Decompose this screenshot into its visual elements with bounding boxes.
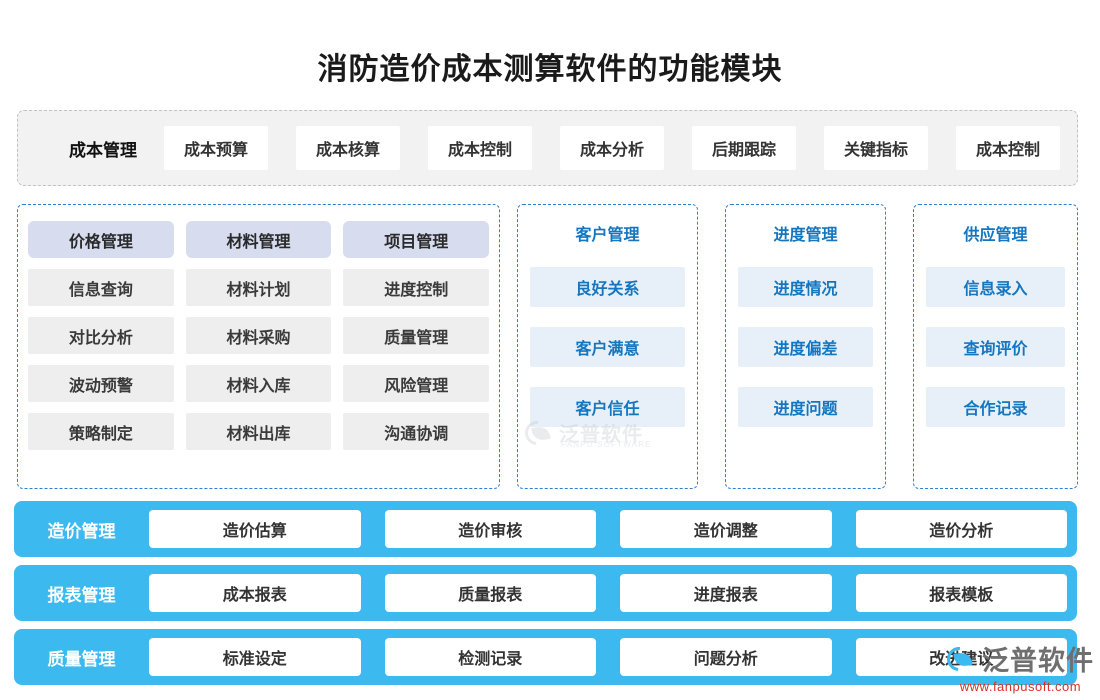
bar-label: 报表管理	[47, 585, 116, 605]
column-item[interactable]: 进度偏差	[737, 327, 873, 367]
page-title: 消防造价成本测算软件的功能模块	[317, 53, 783, 86]
bar-cell[interactable]: 进度报表	[620, 574, 832, 612]
column-item[interactable]: 质量管理	[343, 317, 490, 354]
column-project-management: 项目管理 进度控制 质量管理 风险管理 沟通协调	[343, 221, 490, 450]
column-item[interactable]: 进度问题	[737, 387, 873, 427]
column-item[interactable]: 进度情况	[737, 267, 873, 307]
strip-chip[interactable]: 关键指标	[824, 126, 928, 170]
column-item[interactable]: 进度控制	[343, 269, 490, 306]
column-item[interactable]: 波动预警	[28, 365, 174, 402]
strip-label: 成本管理	[69, 140, 137, 160]
bar-cell[interactable]: 造价调整	[620, 510, 832, 548]
column-item[interactable]: 材料采购	[185, 317, 332, 354]
column-item[interactable]: 信息录入	[926, 267, 1066, 307]
panel-column: 供应管理 信息录入 查询评价 合作记录	[914, 205, 1077, 427]
bar-cell-list: 造价估算 造价审核 造价调整 造价分析	[149, 510, 1067, 548]
column-item[interactable]: 对比分析	[28, 317, 174, 354]
panel-columns: 价格管理 信息查询 对比分析 波动预警 策略制定 材料管理 材料计划 材料采购 …	[18, 205, 499, 450]
column-item[interactable]: 客户信任	[530, 387, 685, 427]
strip-chip[interactable]: 成本核算	[296, 126, 400, 170]
column-price-management: 价格管理 信息查询 对比分析 波动预警 策略制定	[28, 221, 174, 450]
column-item[interactable]: 良好关系	[530, 267, 685, 307]
module-panel-row: 价格管理 信息查询 对比分析 波动预警 策略制定 材料管理 材料计划 材料采购 …	[17, 204, 1079, 489]
strip-chip[interactable]: 成本控制	[428, 126, 532, 170]
bar-label: 质量管理	[47, 649, 116, 669]
bar-quality-management: 质量管理 标准设定 检测记录 问题分析 改进建议	[14, 629, 1077, 685]
panel-column: 客户管理 良好关系 客户满意 客户信任	[518, 205, 697, 427]
column-item[interactable]: 材料入库	[185, 365, 332, 402]
bottom-bar-list: 造价管理 造价估算 造价审核 造价调整 造价分析 报表管理 成本报表 质量报表 …	[14, 501, 1077, 685]
strip-chip[interactable]: 成本分析	[560, 126, 664, 170]
bar-cell[interactable]: 质量报表	[384, 574, 596, 612]
bar-cell[interactable]: 造价估算	[149, 510, 361, 548]
bar-cost-estimation: 造价管理 造价估算 造价审核 造价调整 造价分析	[14, 501, 1077, 557]
column-item[interactable]: 材料计划	[185, 269, 332, 306]
column-item[interactable]: 客户满意	[530, 327, 685, 367]
bar-cell-list: 标准设定 检测记录 问题分析 改进建议	[149, 638, 1067, 676]
column-header[interactable]: 进度管理	[773, 227, 838, 244]
panel-progress: 进度管理 进度情况 进度偏差 进度问题	[724, 204, 886, 489]
column-item[interactable]: 策略制定	[28, 413, 174, 450]
column-header[interactable]: 供应管理	[963, 227, 1028, 244]
column-item[interactable]: 沟通协调	[343, 413, 490, 450]
column-header[interactable]: 材料管理	[185, 221, 332, 258]
bar-cell[interactable]: 检测记录	[384, 638, 596, 676]
column-item[interactable]: 查询评价	[926, 327, 1066, 367]
bar-report-management: 报表管理 成本报表 质量报表 进度报表 报表模板	[14, 565, 1077, 621]
column-item[interactable]: 风险管理	[343, 365, 490, 402]
bar-cell-list: 成本报表 质量报表 进度报表 报表模板	[149, 574, 1067, 612]
column-header[interactable]: 项目管理	[343, 221, 490, 258]
panel-customer: 客户管理 良好关系 客户满意 客户信任	[517, 204, 698, 489]
panel-grey: 价格管理 信息查询 对比分析 波动预警 策略制定 材料管理 材料计划 材料采购 …	[17, 204, 501, 489]
bar-label: 造价管理	[47, 521, 116, 541]
bar-cell[interactable]: 改进建议	[855, 638, 1067, 676]
column-item[interactable]: 信息查询	[28, 269, 174, 306]
bar-cell[interactable]: 报表模板	[855, 574, 1067, 612]
bar-cell[interactable]: 成本报表	[149, 574, 361, 612]
bar-cell[interactable]: 造价审核	[384, 510, 596, 548]
strip-chip[interactable]: 成本预算	[164, 126, 268, 170]
strip-chip[interactable]: 后期跟踪	[692, 126, 796, 170]
strip-chip-list: 成本预算 成本核算 成本控制 成本分析 后期跟踪 关键指标 成本控制	[164, 126, 1060, 170]
column-item[interactable]: 材料出库	[185, 413, 332, 450]
bar-cell[interactable]: 标准设定	[149, 638, 361, 676]
panel-supply: 供应管理 信息录入 查询评价 合作记录	[913, 204, 1079, 489]
column-material-management: 材料管理 材料计划 材料采购 材料入库 材料出库	[185, 221, 332, 450]
panel-column: 进度管理 进度情况 进度偏差 进度问题	[726, 205, 885, 427]
bar-cell[interactable]: 造价分析	[855, 510, 1067, 548]
column-item[interactable]: 合作记录	[926, 387, 1066, 427]
strip-chip[interactable]: 成本控制	[956, 126, 1060, 170]
column-header[interactable]: 价格管理	[28, 221, 174, 258]
cost-management-strip: 成本管理 成本预算 成本核算 成本控制 成本分析 后期跟踪 关键指标 成本控制	[17, 110, 1078, 186]
column-header[interactable]: 客户管理	[575, 227, 640, 244]
bar-cell[interactable]: 问题分析	[620, 638, 832, 676]
